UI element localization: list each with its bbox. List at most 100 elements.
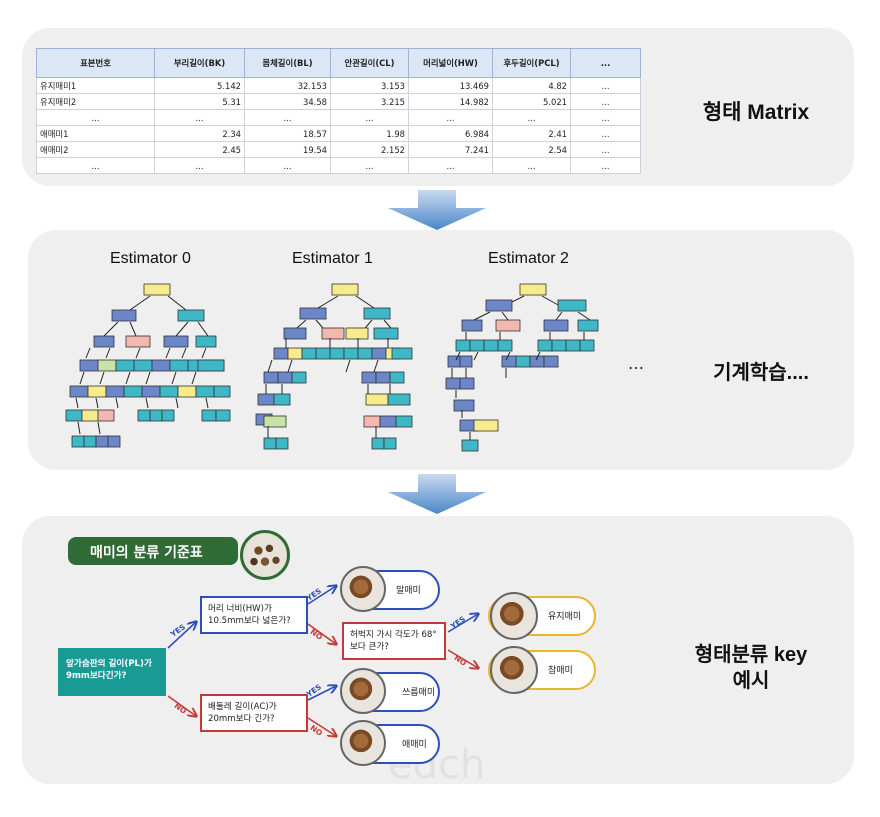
tree-node bbox=[299, 307, 327, 320]
tree-edge bbox=[165, 347, 171, 359]
tree-node bbox=[579, 339, 595, 352]
tree-node bbox=[453, 399, 475, 412]
tree-node bbox=[163, 335, 189, 348]
tree-edge bbox=[99, 371, 105, 385]
question-abdomen-box: 배둘레 길이(AC)가 20mm보다 긴가? bbox=[200, 694, 308, 732]
tree-node bbox=[373, 327, 399, 340]
tree-node bbox=[197, 359, 225, 372]
tree-edge bbox=[135, 347, 141, 359]
tree-edge bbox=[167, 295, 187, 311]
column-header: 표본번호 bbox=[36, 48, 155, 78]
tree-edge bbox=[75, 397, 79, 409]
tree-edge bbox=[191, 371, 197, 385]
tree-node bbox=[383, 437, 397, 450]
cicada-photo bbox=[490, 592, 538, 640]
tree-node bbox=[111, 309, 137, 322]
tree-node bbox=[387, 393, 411, 406]
tree-edge bbox=[541, 295, 561, 307]
column-header: 몸체길이(BL) bbox=[244, 48, 331, 78]
estimator-title: Estimator 2 bbox=[488, 250, 569, 267]
key-title: 매미의 분류 기준표 bbox=[90, 545, 203, 561]
table-row: ..................... bbox=[36, 109, 641, 126]
tree-node bbox=[485, 299, 513, 312]
tree-edge bbox=[79, 371, 85, 385]
tree-edge bbox=[125, 371, 131, 385]
tree-node bbox=[395, 415, 413, 428]
tree-node bbox=[143, 283, 171, 296]
matrix-label: 형태 Matrix bbox=[702, 101, 810, 124]
tree-node bbox=[495, 319, 521, 332]
tree-edge bbox=[505, 351, 511, 361]
key-label-line1: 형태분류 key bbox=[694, 644, 808, 666]
tree-node bbox=[459, 355, 473, 368]
tree-edge bbox=[145, 397, 149, 409]
tree-edge bbox=[287, 359, 293, 373]
tree-edge bbox=[455, 351, 461, 361]
tree-edge bbox=[355, 295, 375, 309]
column-header: ... bbox=[570, 48, 641, 78]
key-example-label: 형태분류 key 예시 bbox=[666, 642, 836, 694]
table-row: ..................... bbox=[36, 157, 641, 174]
tree-node bbox=[497, 339, 513, 352]
tree-edge bbox=[535, 351, 541, 361]
tree-edge bbox=[95, 397, 99, 409]
morphology-matrix-table: 표본번호 부리길이(BK) 몸체길이(BL) 안관길이(CL) 머리넓이(HW)… bbox=[36, 48, 641, 174]
tree-node bbox=[577, 319, 599, 332]
key-label-line2: 예시 bbox=[732, 670, 770, 692]
table-header-row: 표본번호 부리길이(BK) 몸체길이(BL) 안관길이(CL) 머리넓이(HW)… bbox=[36, 48, 641, 78]
tree-node bbox=[389, 371, 405, 384]
machine-learning-label: 기계학습.... bbox=[713, 362, 809, 384]
tree-edge bbox=[473, 351, 479, 361]
tree-edge bbox=[205, 397, 209, 409]
tree-edge bbox=[85, 347, 91, 359]
tree-node bbox=[215, 409, 231, 422]
tree-node bbox=[321, 327, 345, 340]
species-label: 쓰름매미 bbox=[402, 688, 436, 698]
tree-node bbox=[97, 409, 115, 422]
species-label: 참매미 bbox=[548, 666, 573, 676]
tree-edge bbox=[175, 397, 179, 409]
column-header: 후두길이(PCL) bbox=[492, 48, 571, 78]
tree-edge bbox=[201, 347, 207, 359]
tree-edge bbox=[97, 421, 101, 435]
machine-learning-panel bbox=[28, 230, 854, 470]
tree-edge bbox=[555, 311, 563, 321]
tree-edge bbox=[345, 359, 351, 373]
species-label: 유지매미 bbox=[548, 612, 582, 622]
tree-edge bbox=[473, 311, 491, 321]
table-cell: ... bbox=[570, 157, 641, 174]
tree-edge bbox=[129, 295, 151, 311]
species-label: 애매미 bbox=[402, 740, 427, 750]
column-header: 머리넓이(HW) bbox=[408, 48, 493, 78]
question-spine-angle-box: 허벅지 가시 각도가 68°보다 큰가? bbox=[342, 622, 446, 660]
tree-edge bbox=[267, 359, 273, 373]
tree-node bbox=[363, 307, 391, 320]
tree-node bbox=[177, 309, 205, 322]
tree-node bbox=[263, 415, 287, 428]
tree-node bbox=[345, 327, 369, 340]
tree-edge bbox=[105, 347, 111, 359]
cicada-photo bbox=[490, 646, 538, 694]
tree-edge bbox=[317, 295, 339, 309]
tree-node bbox=[557, 299, 587, 312]
down-arrow-icon bbox=[388, 474, 486, 514]
column-header: 안관길이(CL) bbox=[330, 48, 409, 78]
root-question-text: 앞가슴판의 길이(PL)가 9mm보다긴가? bbox=[66, 659, 152, 681]
tree-edge bbox=[103, 321, 119, 337]
tree-edge bbox=[129, 321, 137, 337]
tree-node bbox=[275, 437, 289, 450]
tree-node bbox=[93, 335, 115, 348]
tree-node bbox=[195, 335, 217, 348]
table-cell: ... bbox=[244, 157, 331, 174]
cicada-photo bbox=[340, 720, 386, 766]
question-head-width-text: 머리 너비(HW)가 10.5mm보다 넓은가? bbox=[208, 604, 291, 626]
tree-edge bbox=[175, 321, 189, 337]
tree-edge bbox=[145, 371, 151, 385]
species-label: 말매미 bbox=[396, 586, 421, 596]
cicada-photo bbox=[340, 566, 386, 612]
ellipsis: … bbox=[628, 354, 644, 373]
tree-edge bbox=[197, 321, 209, 337]
